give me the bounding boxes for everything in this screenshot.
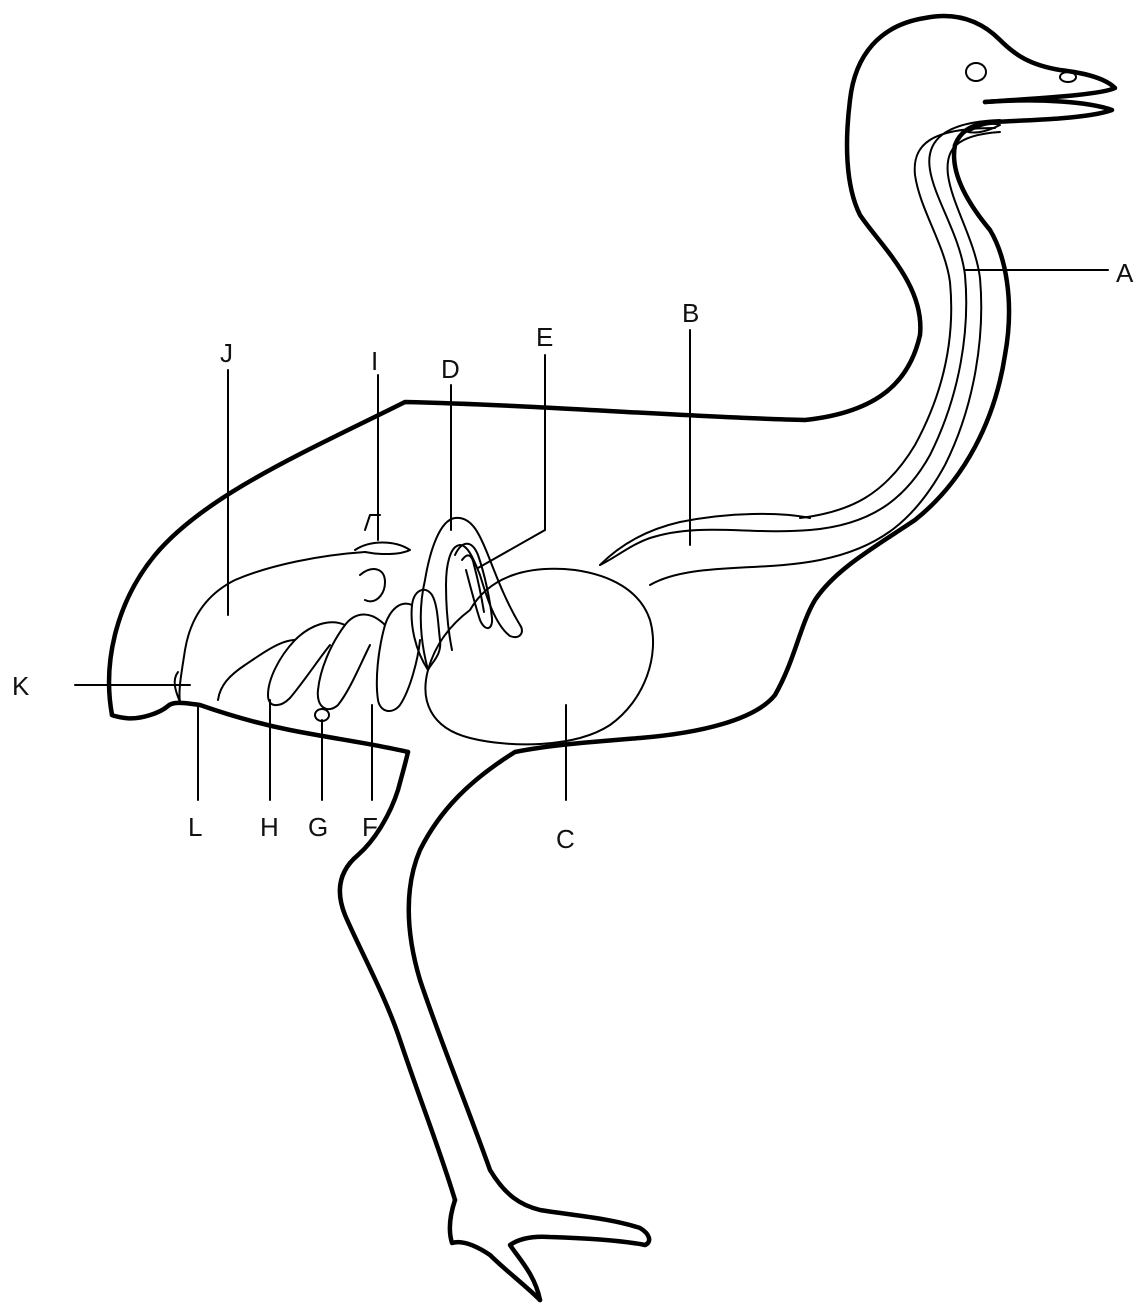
duodenal-loop [455, 544, 492, 628]
label-f: F [362, 812, 378, 842]
part-labels: A B C D E F G H I J K L [12, 258, 1134, 854]
bird-toes-outline [450, 1200, 540, 1300]
small-intestine-coil-4 [268, 622, 345, 705]
bird-lower-beak-outline [985, 100, 1112, 122]
small-intestine-coil-3 [318, 614, 385, 709]
label-c: C [556, 824, 575, 854]
large-intestine [179, 552, 365, 702]
liver-hook [360, 569, 385, 601]
small-intestine-coil-2 [377, 604, 420, 711]
small-intestine-coil-5 [218, 640, 295, 700]
eye-icon [966, 63, 986, 81]
nostril-icon [1060, 72, 1076, 82]
crop [600, 514, 810, 565]
bird-outline [109, 16, 1115, 1300]
label-h: H [260, 812, 279, 842]
label-j: J [220, 338, 233, 368]
leader-line-e [478, 355, 545, 568]
label-a: A [1116, 258, 1134, 288]
bird-belly-tail-outline [112, 703, 408, 752]
label-e: E [536, 322, 553, 352]
bird-back-neck-head-outline [109, 16, 1115, 715]
label-g: G [308, 812, 328, 842]
bird-throat-breast-outline [409, 122, 1009, 1300]
gizzard [425, 569, 653, 745]
label-k: K [12, 671, 30, 701]
label-i: I [371, 346, 378, 376]
digestive-organs [175, 120, 1000, 744]
label-b: B [682, 298, 699, 328]
label-l: L [188, 812, 202, 842]
label-d: D [441, 354, 460, 384]
